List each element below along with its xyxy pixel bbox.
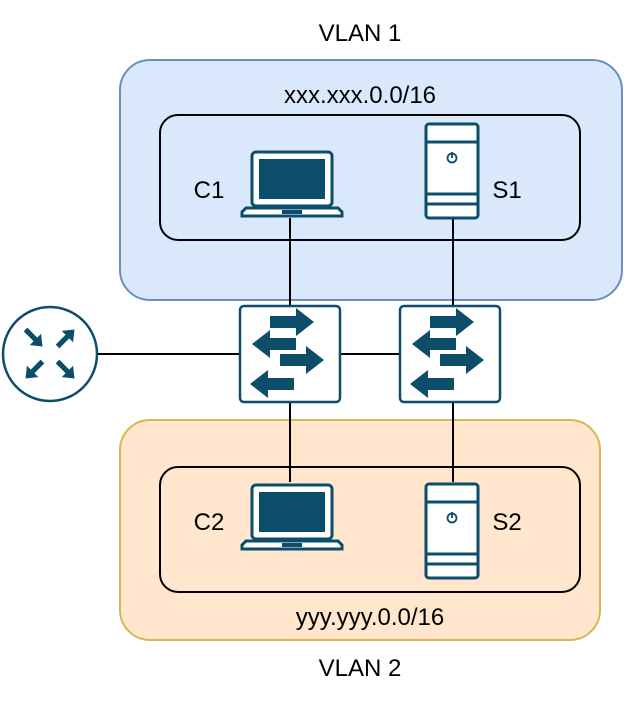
laptop-icon: [240, 150, 344, 218]
switch-icon: [398, 304, 502, 404]
server-icon: [424, 122, 480, 220]
vlan2-subnet-box: [159, 466, 581, 593]
router-icon: [1, 305, 99, 403]
vlan1-title: VLAN 1: [319, 20, 402, 47]
connection-lines: [97, 218, 454, 482]
server-label-s2: S2: [492, 509, 521, 536]
laptop-icon: [240, 483, 344, 551]
server-icon: [424, 482, 480, 580]
vlan2-title: VLAN 2: [319, 655, 402, 682]
server-label-s1: S1: [492, 177, 521, 204]
vlan2-subnet: yyy.yyy.0.0/16: [296, 604, 445, 631]
vlan2-zone: [119, 419, 601, 641]
client-label-c1: C1: [194, 177, 225, 204]
vlan1-subnet: xxx.xxx.0.0/16: [284, 82, 436, 109]
client-label-c2: C2: [194, 509, 225, 536]
switch-icon: [238, 304, 342, 404]
vlan1-subnet-box: [159, 114, 581, 241]
